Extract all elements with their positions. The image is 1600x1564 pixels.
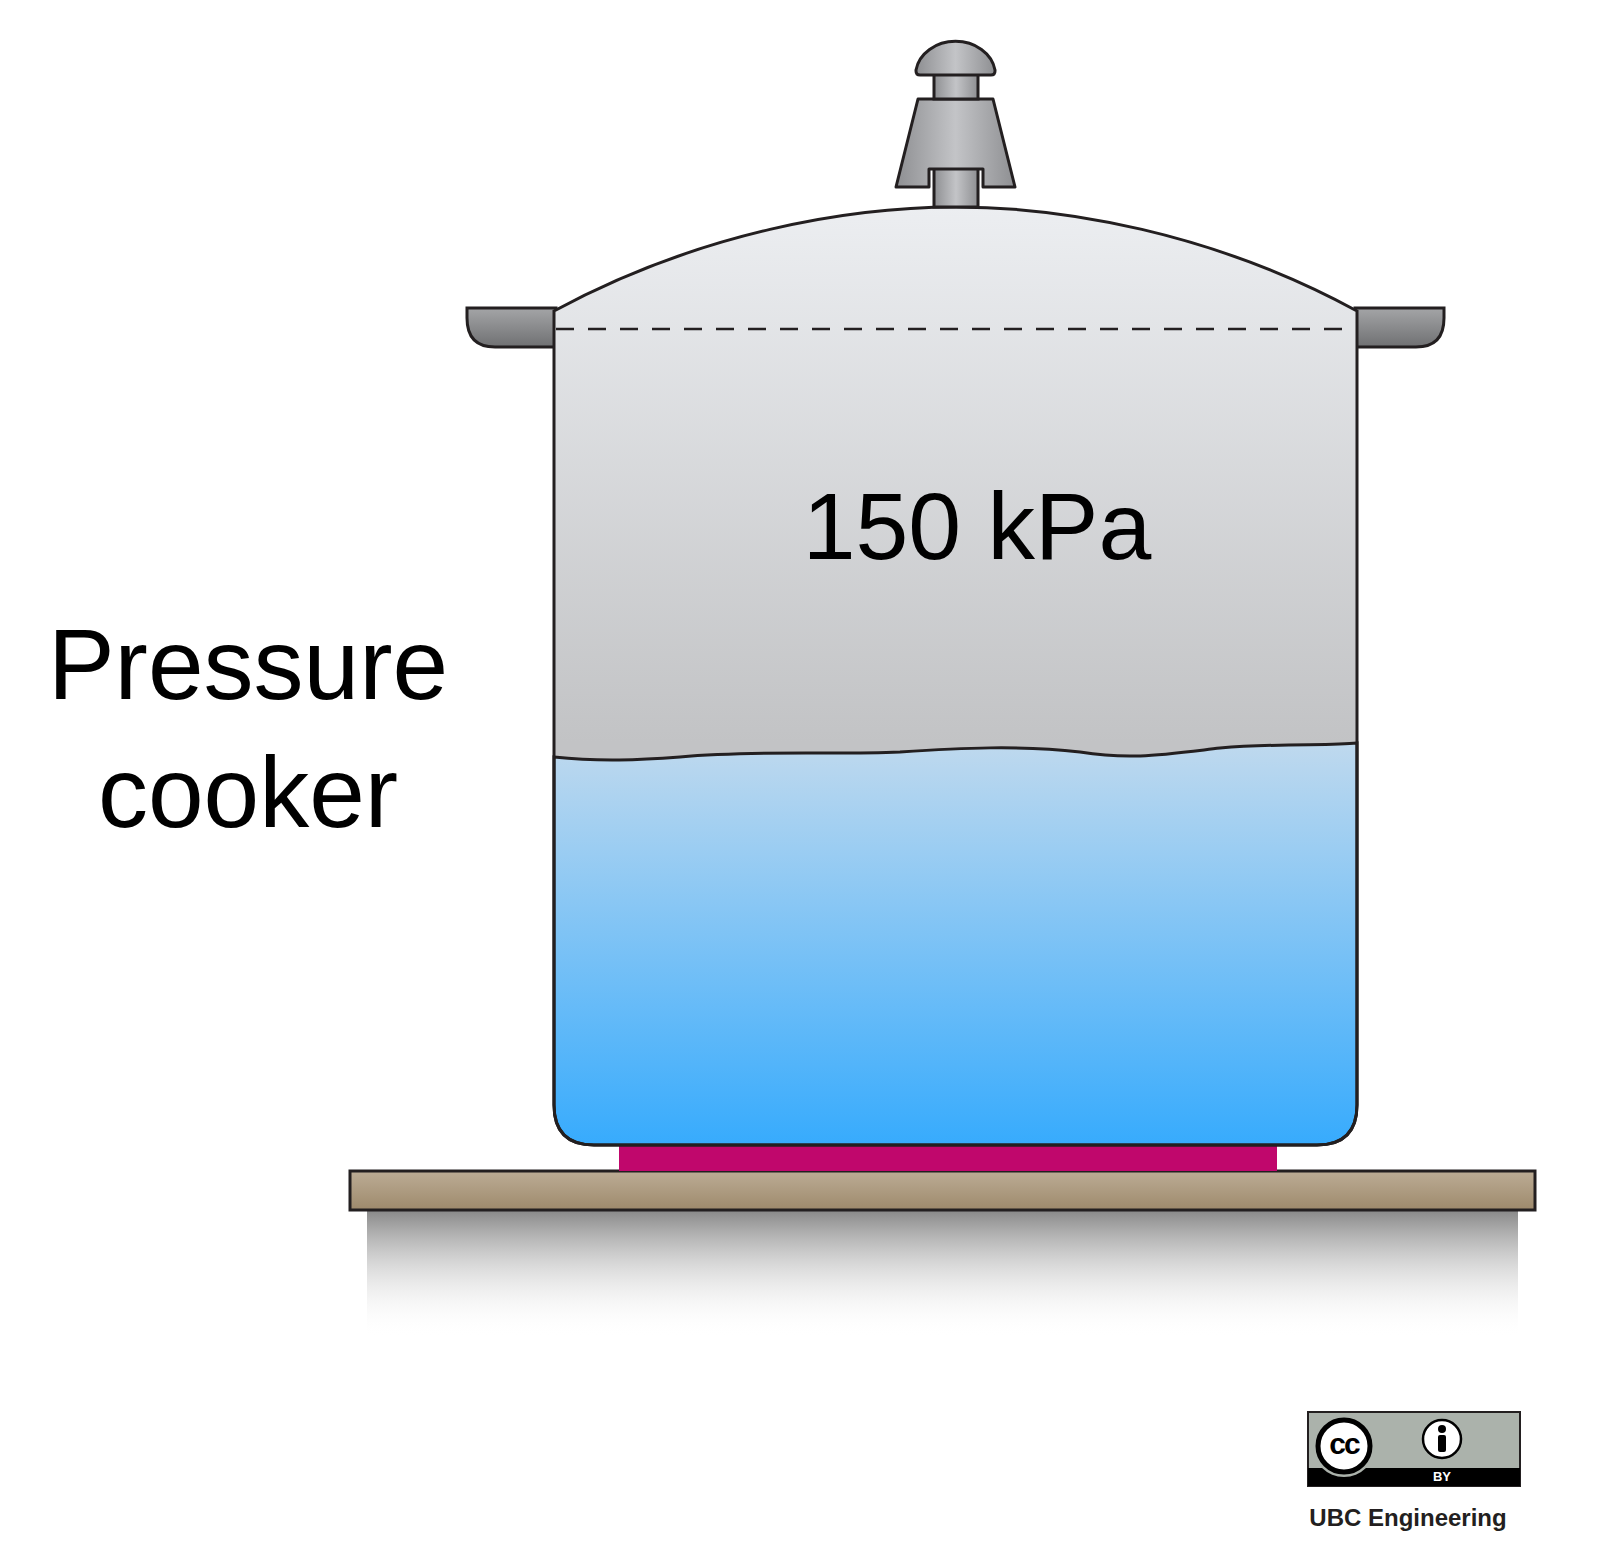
valve-cap	[916, 41, 995, 75]
counter-top	[350, 1171, 1535, 1210]
by-circle	[1423, 1420, 1461, 1458]
pressure-value: 150 kPa	[777, 476, 1177, 576]
by-person-body	[1438, 1435, 1446, 1452]
lid-seam	[556, 328, 1355, 331]
title-label: Pressure cooker	[28, 600, 468, 856]
pot-handle	[1355, 308, 1444, 347]
license-badge	[1308, 1412, 1520, 1486]
burner	[619, 1143, 1277, 1171]
pot-handle	[467, 308, 556, 347]
credit-label: UBC Engineering	[1290, 1504, 1526, 1532]
by-mark: BY	[1417, 1469, 1467, 1485]
cc-ring	[1313, 1415, 1375, 1477]
counter-shadow	[367, 1210, 1518, 1337]
water	[554, 743, 1357, 1145]
cc-mark: cc	[1314, 1428, 1374, 1460]
valve-weight	[896, 99, 1015, 187]
pot-outline	[554, 207, 1357, 1145]
by-person-head	[1438, 1425, 1446, 1433]
pot-body	[554, 207, 1357, 1145]
